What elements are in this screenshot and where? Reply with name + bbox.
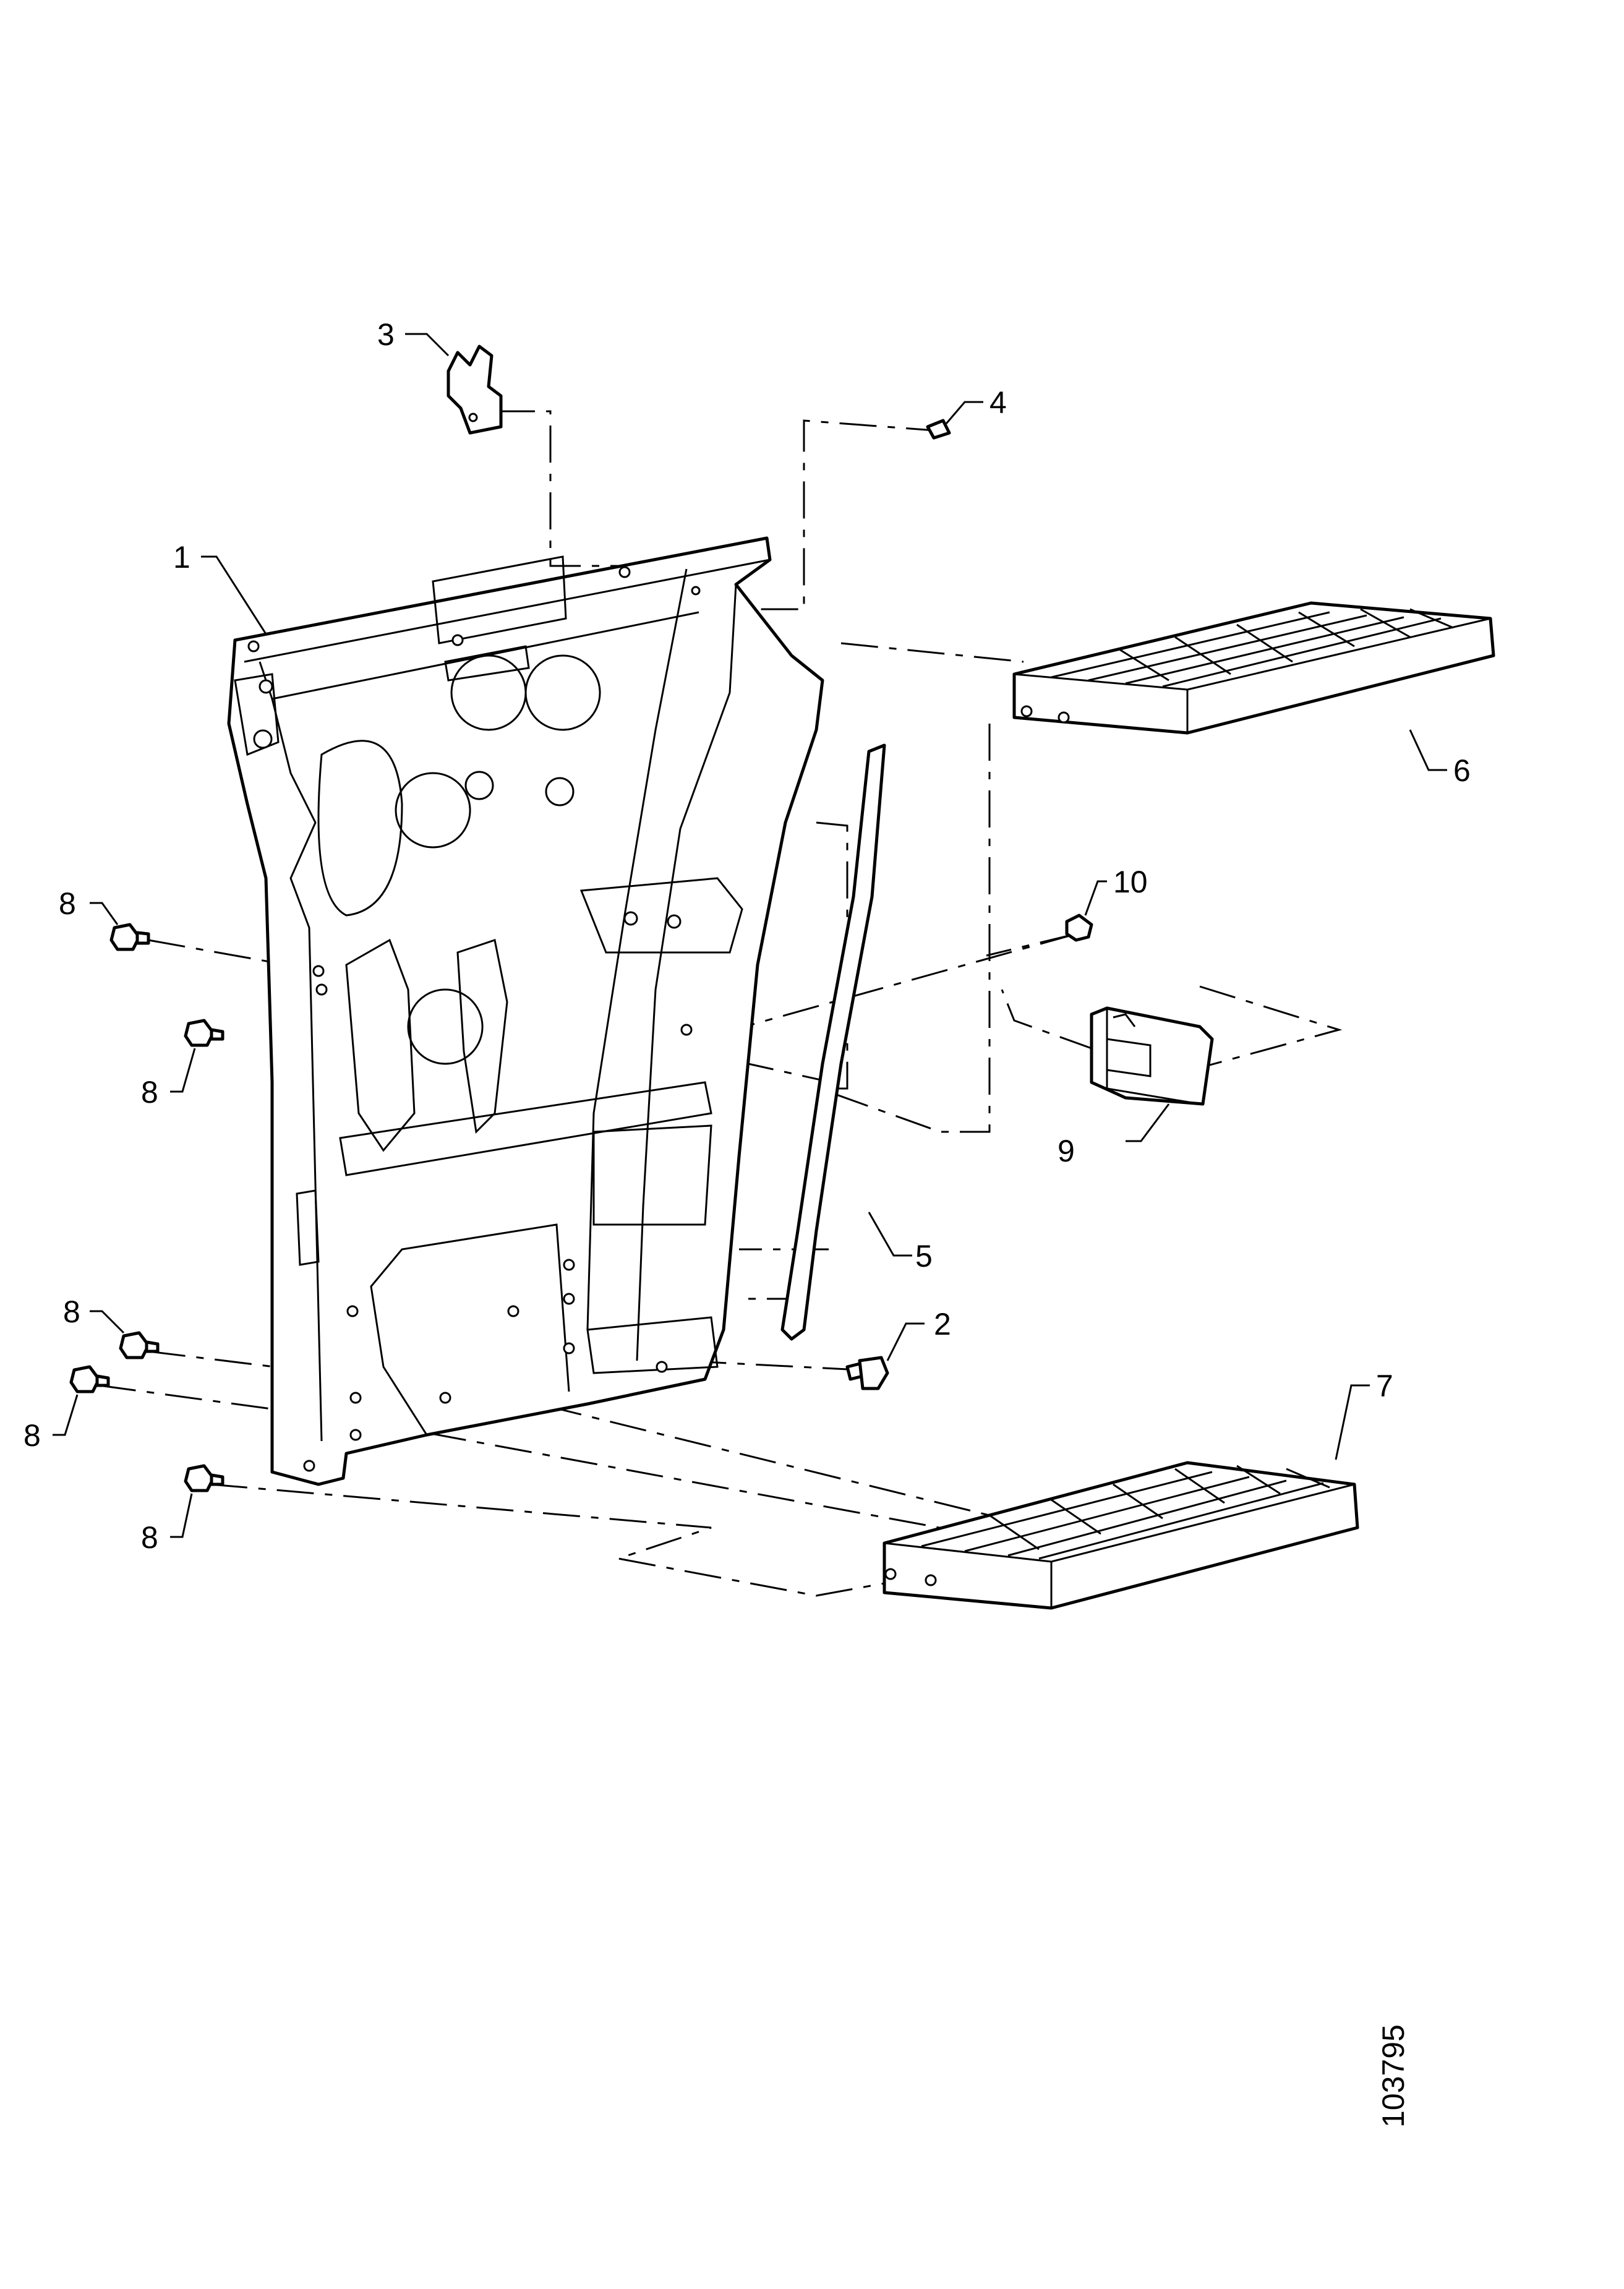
part-5-weather-strip bbox=[780, 743, 886, 1341]
part-7-lower-step bbox=[883, 1461, 1359, 1610]
part-10-nut bbox=[1065, 913, 1093, 942]
leader-lines bbox=[53, 333, 1447, 1538]
callout-1: 1 bbox=[173, 540, 190, 575]
part-8-screws bbox=[69, 923, 224, 1492]
callout-5: 5 bbox=[915, 1239, 933, 1273]
callout-7: 7 bbox=[1376, 1369, 1393, 1403]
part-4-pin bbox=[926, 419, 951, 440]
callout-8c: 8 bbox=[63, 1294, 80, 1329]
callout-9: 9 bbox=[1058, 1134, 1075, 1168]
callout-4: 4 bbox=[989, 385, 1007, 420]
part-2-bolt bbox=[845, 1356, 889, 1390]
callout-labels: 1 2 3 4 5 6 7 8 8 8 8 8 9 10 bbox=[24, 317, 1471, 1555]
part-3-bracket bbox=[447, 344, 503, 435]
part-9-clip bbox=[1090, 1006, 1214, 1106]
callout-8a: 8 bbox=[59, 886, 76, 921]
callout-8e: 8 bbox=[141, 1520, 158, 1555]
callout-10: 10 bbox=[1113, 865, 1148, 899]
part-6-upper-step bbox=[1012, 601, 1495, 735]
callout-2: 2 bbox=[934, 1307, 951, 1341]
drawing-reference-number: 103795 bbox=[1376, 2024, 1411, 2128]
part-1-inner-panel bbox=[227, 536, 824, 1486]
callout-8d: 8 bbox=[24, 1418, 41, 1453]
callout-8b: 8 bbox=[141, 1075, 158, 1110]
callout-6: 6 bbox=[1453, 753, 1471, 788]
callout-3: 3 bbox=[377, 317, 395, 352]
